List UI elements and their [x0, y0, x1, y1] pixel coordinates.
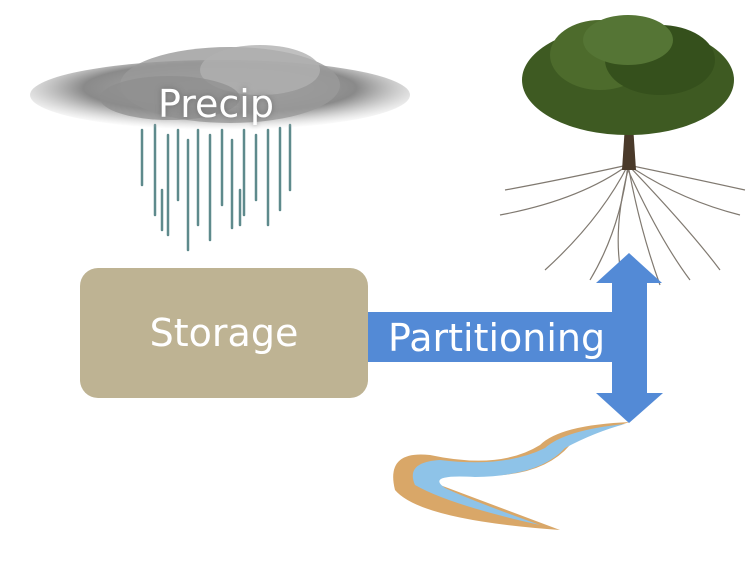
partitioning-label: Partitioning — [388, 316, 606, 360]
river-icon — [393, 422, 630, 530]
storage-box: Storage — [80, 268, 368, 398]
tree-with-roots-icon — [522, 15, 734, 170]
double-headed-arrow-icon — [366, 253, 663, 423]
roots-icon — [499, 164, 746, 291]
precip-label: Precip — [158, 82, 274, 126]
rain-icon — [140, 123, 292, 252]
rain-cloud-icon — [30, 45, 410, 130]
storage-label: Storage — [149, 311, 299, 355]
